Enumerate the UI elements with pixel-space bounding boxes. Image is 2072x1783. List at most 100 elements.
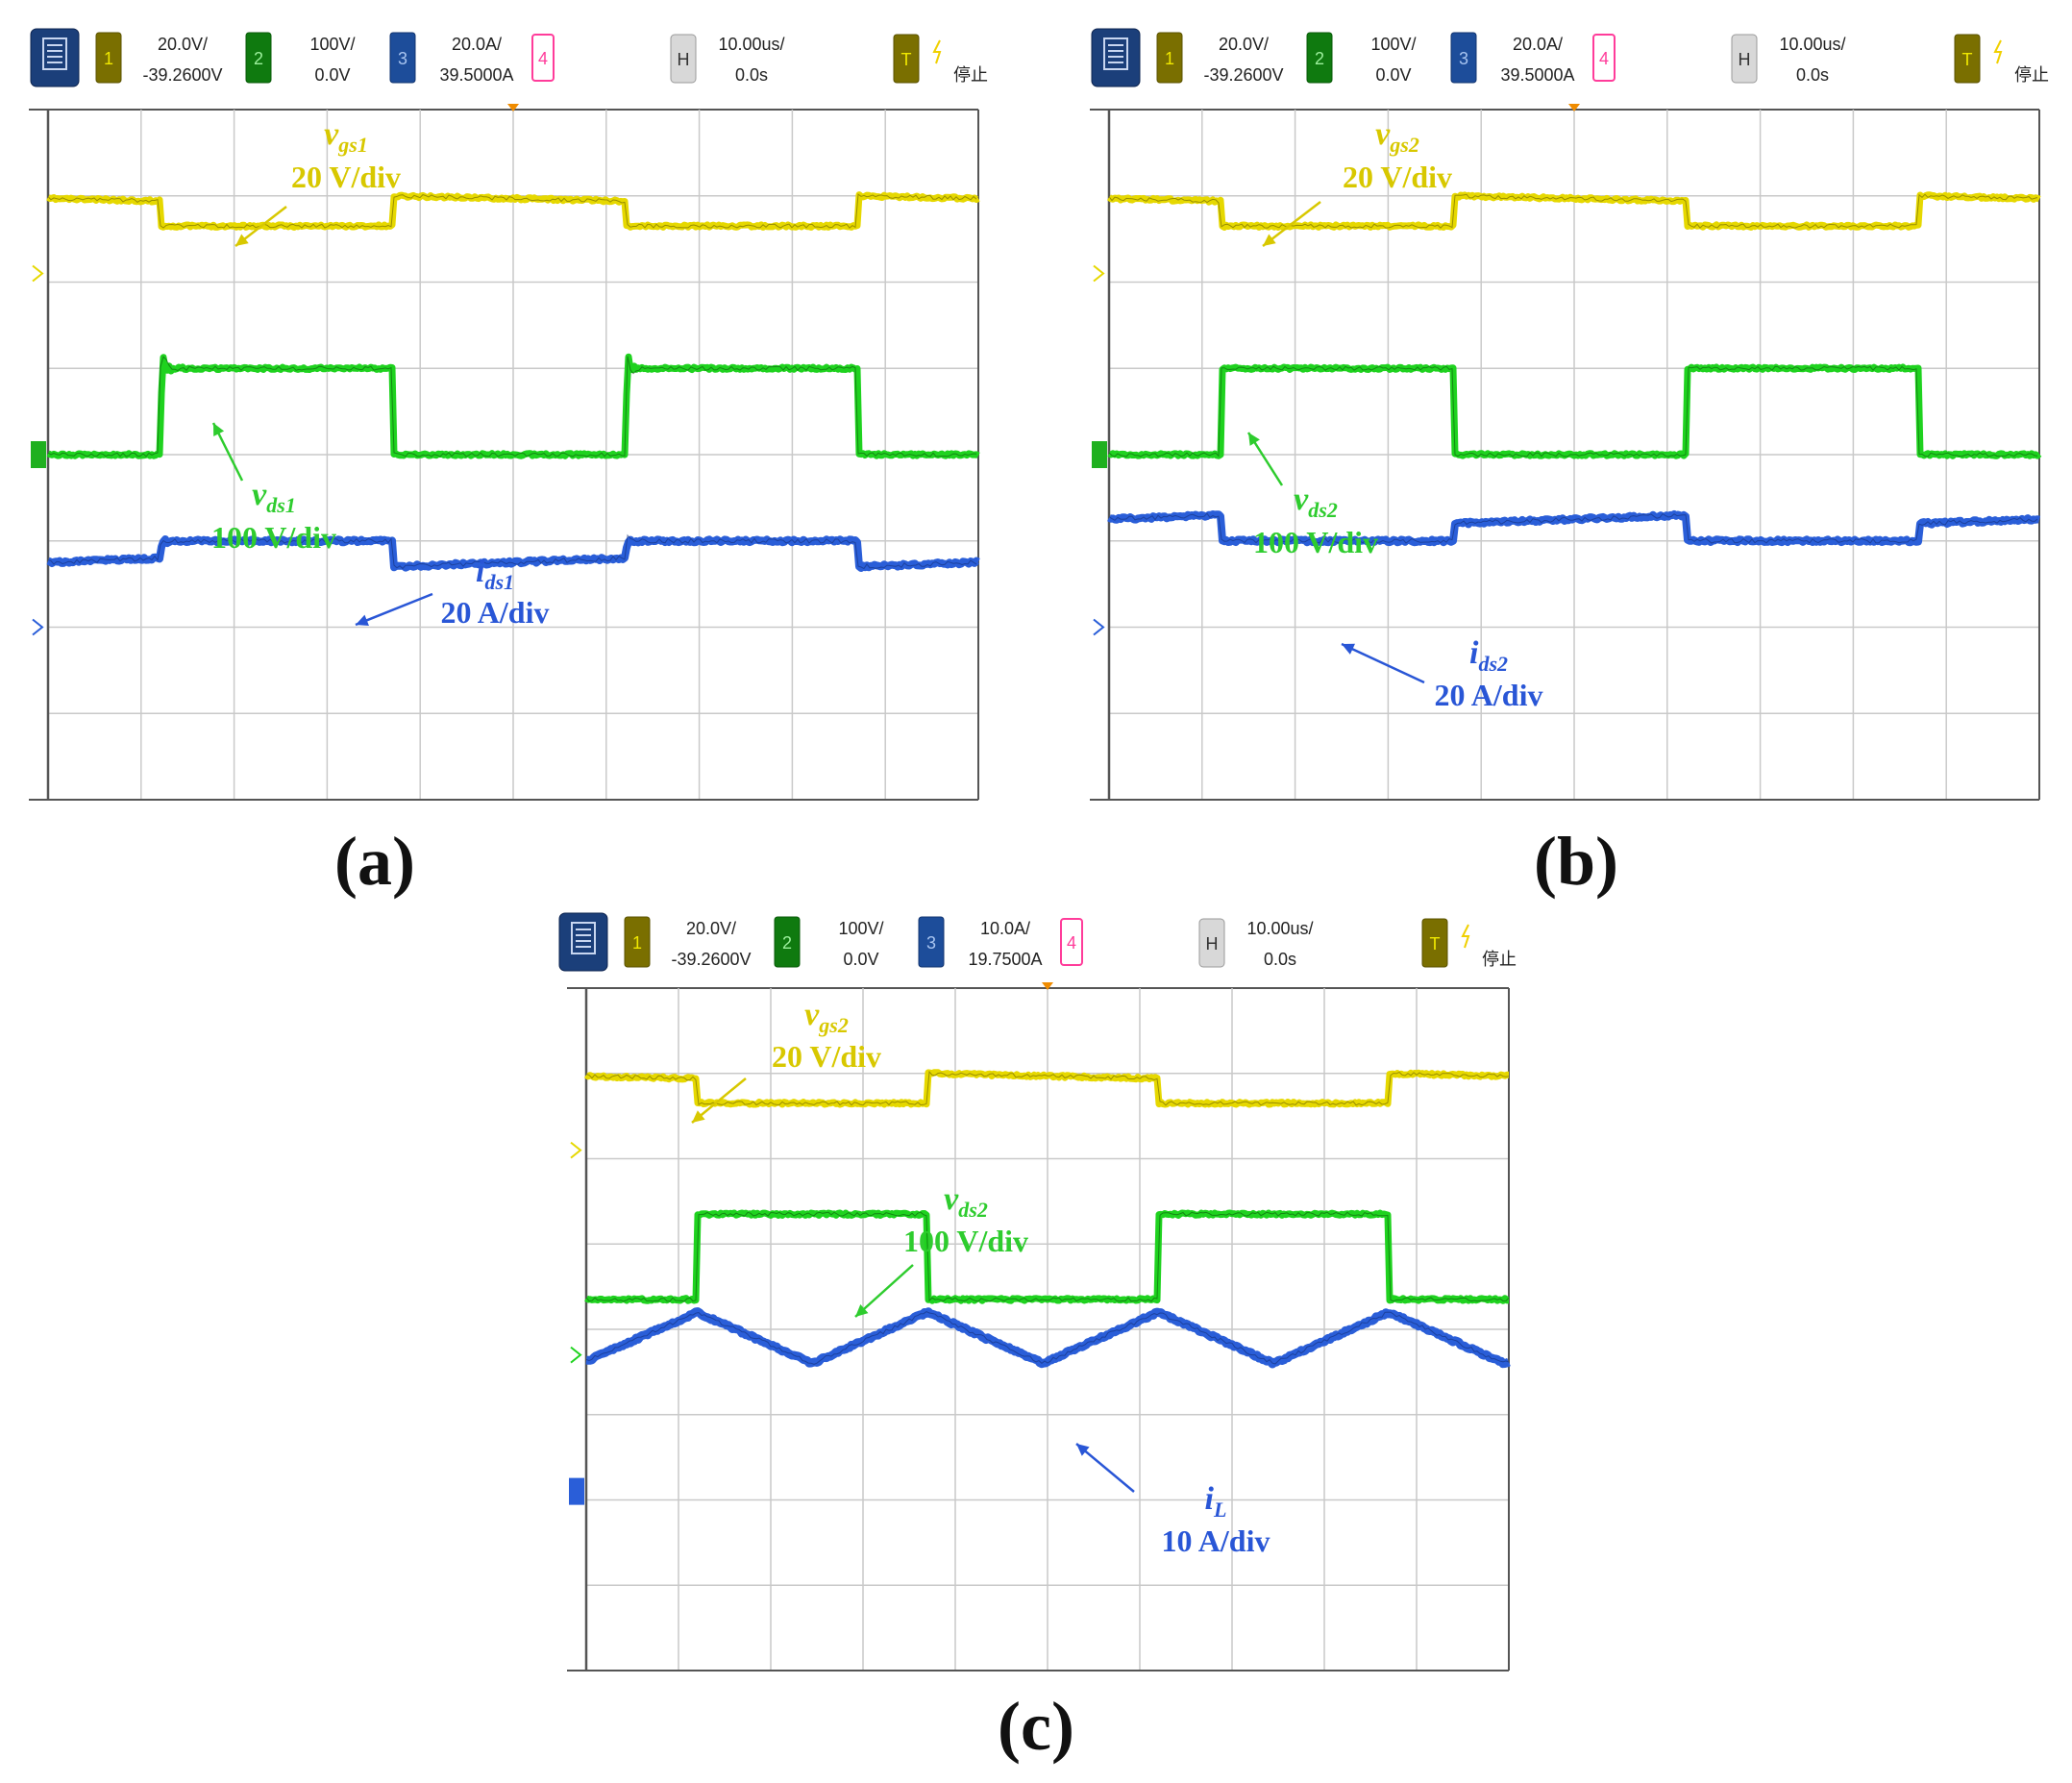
h-badge-label: H xyxy=(678,50,690,69)
ch3-scale: 20.0A/ xyxy=(1513,35,1563,54)
annotation-var: i xyxy=(476,554,485,589)
ch2-offset: 0.0V xyxy=(314,65,350,85)
ch2-ground-marker xyxy=(570,1346,582,1364)
ch1-scale: 20.0V/ xyxy=(686,919,736,938)
annotation-scale: 100 V/div xyxy=(1253,525,1378,559)
ch4-indicator: 4 xyxy=(531,34,555,82)
ground-marker-arrow xyxy=(32,618,44,636)
ch1-indicator: 120.0V/-39.2600V xyxy=(95,32,223,85)
ch3-offset: 19.7500A xyxy=(968,950,1042,969)
trigger-edge-icon xyxy=(932,39,942,64)
ch1-badge xyxy=(95,32,122,84)
annotation-sub: ds1 xyxy=(266,493,296,517)
trace-noise xyxy=(1108,193,2038,229)
timebase-indicator: H10.00us/0.0s xyxy=(1731,34,1846,85)
annotation-arrow-head xyxy=(213,423,225,436)
ch1-indicator: 120.0V/-39.2600V xyxy=(1156,32,1284,85)
panel-label-b: (b) xyxy=(1534,823,1618,900)
annotation-scale: 100 V/div xyxy=(903,1224,1028,1258)
trace-noise xyxy=(47,193,977,229)
ch2-badge xyxy=(1306,32,1333,84)
ch4-badge xyxy=(1060,918,1083,966)
trace-noise xyxy=(585,1311,1510,1365)
ch1-scale: 20.0V/ xyxy=(1219,35,1269,54)
annotation-symbol: vgs1 xyxy=(324,116,368,157)
ch2-indicator: 2 100V/0.0V xyxy=(245,32,356,85)
ch1-offset: -39.2600V xyxy=(671,950,751,969)
trigger-marker xyxy=(1042,982,1053,990)
ch2-badge-label: 2 xyxy=(1315,49,1324,68)
t-badge xyxy=(1421,918,1448,968)
ch3-offset: 39.5000A xyxy=(1500,65,1574,85)
menu-icon-sheet xyxy=(1103,37,1128,70)
ch2-ground-marker xyxy=(31,441,46,468)
ch2-badge-label: 2 xyxy=(254,49,263,68)
trace-noise xyxy=(47,533,977,570)
ch3-indicator: 3 20.0A/39.5000A xyxy=(1450,32,1575,85)
ch4-badge-label: 4 xyxy=(1067,933,1076,953)
ch1-ground-marker xyxy=(1093,264,1105,283)
ch3-badge xyxy=(389,32,416,84)
ground-marker-arrow xyxy=(32,264,44,283)
ch2-ground-marker xyxy=(1092,441,1107,468)
ground-marker-arrow xyxy=(570,1141,582,1159)
annotation-symbol: iL xyxy=(1205,1481,1227,1522)
annotation-symbol: vds2 xyxy=(1294,482,1338,522)
timebase-offset: 0.0s xyxy=(1796,65,1829,85)
scope-a-svg: 120.0V/-39.2600V 2 100V/0.0V 320.0A/39.5000… xyxy=(29,28,988,801)
ch1-badge-label: 1 xyxy=(1165,49,1174,68)
t-badge xyxy=(893,34,920,84)
ids1-trace xyxy=(46,533,980,572)
scope-header: 120.0V/-39.2600V2100V/0.0V310.0A/19.7500… xyxy=(558,912,1517,972)
annotation-sub: gs2 xyxy=(818,1013,849,1037)
ground-marker-arrow xyxy=(1093,618,1105,636)
annotation-var: i xyxy=(1469,635,1479,671)
trace-noise xyxy=(1108,512,2038,544)
timebase-scale: 10.00us/ xyxy=(1779,35,1845,54)
ch3-indicator: 320.0A/39.5000A xyxy=(389,32,514,85)
annotation-var: v xyxy=(324,116,339,152)
run-status: 停止 xyxy=(2014,65,2049,85)
ch2-badge xyxy=(774,916,801,968)
ground-marker-arrow xyxy=(570,1346,582,1364)
ch1-offset: -39.2600V xyxy=(142,65,222,85)
iL-trace xyxy=(583,1307,1512,1369)
ch2-scale: 100V/ xyxy=(309,35,355,54)
ch3-badge xyxy=(918,916,945,968)
trigger-indicator: T停止 xyxy=(1954,34,2049,85)
ch2-offset: 0.0V xyxy=(1375,65,1411,85)
trigger-indicator: T停止 xyxy=(893,34,988,85)
annotation-symbol: vds2 xyxy=(944,1181,988,1222)
menu-icon xyxy=(30,28,80,87)
annotation-var: v xyxy=(944,1181,959,1217)
annotation-sub: ds2 xyxy=(1308,498,1338,522)
annotation-arrow-shaft xyxy=(1341,642,1425,684)
annotation-sub: ds2 xyxy=(1478,652,1508,676)
ch3-badge-label: 3 xyxy=(1459,49,1468,68)
ch1-badge-label: 1 xyxy=(104,49,113,68)
ch3-ground-marker xyxy=(569,1477,584,1505)
vds2-trace xyxy=(584,1209,1511,1304)
h-badge xyxy=(670,34,697,84)
panel-label-c: (c) xyxy=(998,1688,1074,1765)
menu-icon-sheet xyxy=(42,37,67,70)
ch3-offset: 39.5000A xyxy=(439,65,513,85)
annotation-symbol: vgs2 xyxy=(804,997,849,1037)
trace-noise xyxy=(47,356,977,458)
annotation-sub: gs1 xyxy=(337,133,368,157)
ch3-ground-marker xyxy=(32,618,44,636)
vgs1-trace xyxy=(46,191,980,231)
run-status: 停止 xyxy=(953,65,988,85)
annotation-arrow-head xyxy=(1248,433,1260,446)
annotation-scale: 20 V/div xyxy=(772,1039,881,1074)
timebase-indicator: H10.00us/0.0s xyxy=(670,34,785,85)
scope-header: 120.0V/-39.2600V 2 100V/0.0V 320.0A/39.5000… xyxy=(30,28,988,87)
